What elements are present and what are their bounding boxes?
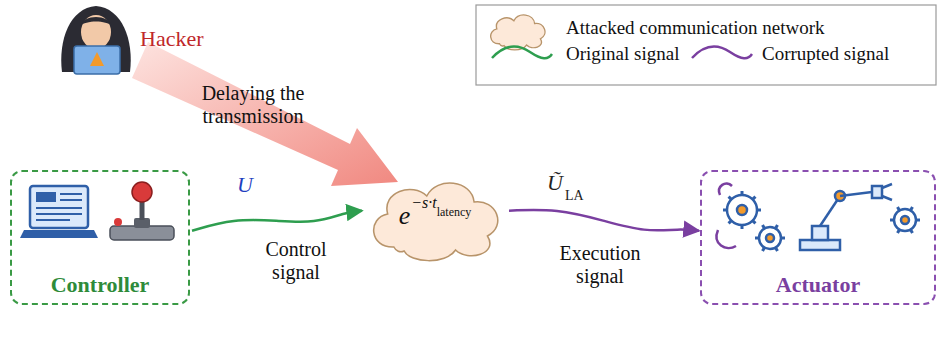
- legend-text: Corrupted signal: [762, 43, 889, 65]
- signal-symbol: Ũ: [547, 170, 563, 195]
- math-exponent: −s·t: [411, 194, 436, 212]
- actuator-box: Actuator: [700, 170, 936, 305]
- legend-text: Original signal: [566, 43, 679, 65]
- gear-tooth: [753, 197, 756, 200]
- gear-tooth: [776, 225, 778, 228]
- gear-tooth: [757, 209, 761, 212]
- gear-tooth: [729, 197, 732, 200]
- joystick-icon: [110, 182, 174, 240]
- gear-tooth: [723, 209, 727, 212]
- original-signal-wave: [192, 211, 362, 231]
- gear-tooth: [763, 225, 765, 228]
- node-title: Actuator: [776, 273, 860, 297]
- legend-text: Attacked communication network: [566, 17, 825, 39]
- gear-tooth: [741, 191, 744, 195]
- hacker-label: Hacker: [140, 26, 204, 51]
- hacker-icon: [61, 6, 131, 74]
- attack-arrow: [132, 42, 398, 186]
- controller-box: Controller: [10, 170, 190, 305]
- gear-tooth: [776, 248, 778, 251]
- gear-tooth: [741, 225, 744, 229]
- signal-subscript: LA: [565, 188, 584, 204]
- gears-icon: [717, 184, 781, 249]
- cloud-shape: [374, 183, 498, 261]
- network-cloud: e−s·tlatency: [363, 172, 507, 264]
- robot-arm-icon: [800, 184, 916, 250]
- cloud-outline: [363, 172, 507, 264]
- signal-name: Execution signal: [542, 242, 658, 288]
- corrupted-signal-wave: [509, 210, 699, 231]
- gear-tooth: [763, 248, 765, 251]
- attack-note: Delaying the transmission: [178, 82, 328, 128]
- legend-purple-wave: [692, 47, 752, 59]
- gear-tooth: [753, 221, 756, 224]
- laptop-icon: [20, 186, 98, 238]
- gear-tooth: [781, 237, 785, 240]
- signal-name: Control signal: [246, 238, 346, 284]
- math-base: e: [399, 202, 411, 231]
- gear-tooth: [755, 237, 759, 240]
- node-title: Controller: [51, 273, 150, 297]
- math-subscript: latency: [437, 206, 472, 219]
- legend-cloud-sample: [491, 15, 545, 50]
- legend-green-wave: [492, 47, 552, 59]
- gear-tooth: [729, 221, 732, 224]
- signal-symbol: U: [237, 172, 253, 197]
- legend-frame: [476, 5, 936, 85]
